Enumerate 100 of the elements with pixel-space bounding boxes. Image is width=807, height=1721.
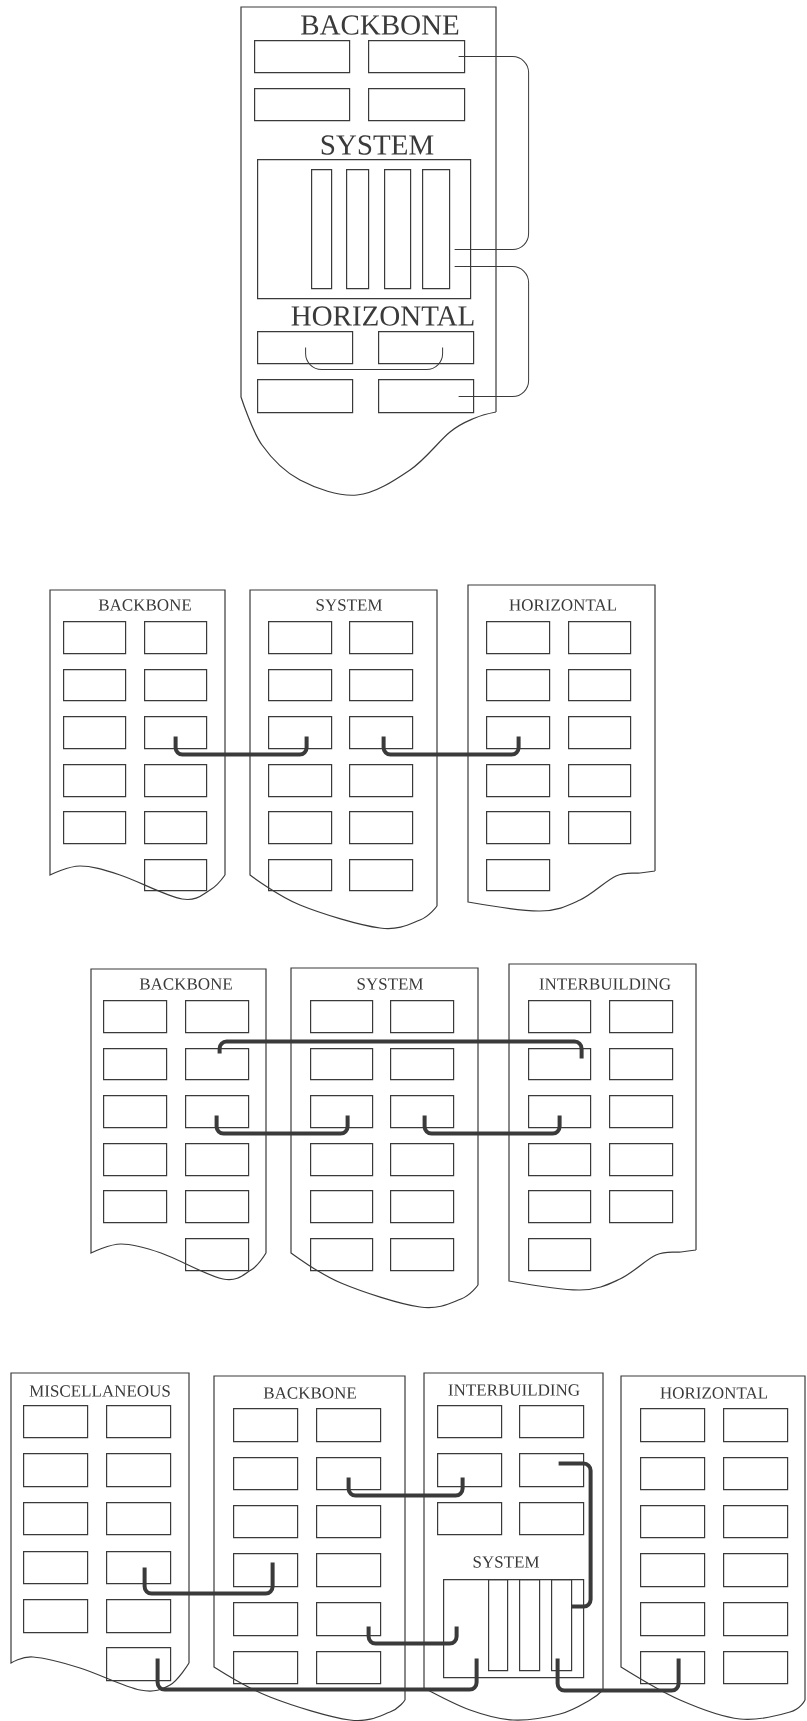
module-box <box>723 1553 789 1588</box>
module-box <box>257 331 354 365</box>
module-box <box>528 1238 592 1272</box>
module-box <box>103 1095 168 1129</box>
module-box <box>640 1602 706 1637</box>
module-box <box>349 859 414 892</box>
module-box <box>609 1190 674 1224</box>
module-box <box>106 1647 172 1682</box>
module-box <box>640 1553 706 1588</box>
document-shape: INTERBUILDING <box>508 963 697 1291</box>
module-box <box>254 40 351 74</box>
section-label: HORIZONTAL <box>291 306 474 326</box>
module-box <box>63 716 127 750</box>
module-box <box>185 1190 250 1224</box>
module-box <box>519 1502 585 1536</box>
module-box <box>310 1095 374 1129</box>
module-box <box>528 1048 592 1081</box>
document-shape: BACKBONE <box>49 589 226 901</box>
module-box <box>233 1602 299 1637</box>
module-box <box>185 1095 250 1129</box>
slot-box <box>519 1579 541 1672</box>
module-box <box>106 1405 172 1439</box>
module-box <box>63 669 127 702</box>
module-box <box>257 379 354 414</box>
module-box <box>144 621 208 655</box>
module-box <box>609 1143 674 1177</box>
module-box <box>349 669 414 702</box>
module-box <box>144 811 208 845</box>
module-box <box>640 1408 706 1443</box>
module-box <box>640 1651 706 1685</box>
module-box <box>723 1651 789 1685</box>
document-shape: BACKBONE <box>90 968 267 1281</box>
module-box <box>528 1143 592 1177</box>
module-box <box>268 811 333 845</box>
module-box <box>268 669 333 702</box>
document-shape: MISCELLANEOUS <box>10 1372 190 1692</box>
module-box <box>254 88 351 122</box>
module-box <box>103 1143 168 1177</box>
module-box <box>486 669 551 702</box>
module-box <box>144 764 208 798</box>
module-box <box>106 1551 172 1585</box>
module-box <box>528 1190 592 1224</box>
module-box <box>316 1602 382 1637</box>
module-box <box>486 716 551 750</box>
module-box <box>486 621 551 655</box>
module-box <box>268 621 333 655</box>
node-label: SYSTEM <box>321 135 434 155</box>
module-box <box>378 331 475 365</box>
module-box <box>437 1453 503 1488</box>
connector <box>422 1115 562 1136</box>
connector <box>558 1461 593 1609</box>
module-box <box>316 1651 382 1685</box>
module-box <box>437 1502 503 1536</box>
slot-box <box>422 169 451 290</box>
document-shape: SYSTEM <box>290 967 479 1309</box>
module-box <box>106 1453 172 1488</box>
module-box <box>63 621 127 655</box>
module-box <box>723 1505 789 1539</box>
module-box <box>519 1405 585 1439</box>
module-box <box>23 1551 89 1585</box>
module-box <box>233 1505 299 1539</box>
module-box <box>63 764 127 798</box>
module-box <box>144 716 208 750</box>
module-box <box>640 1457 706 1491</box>
module-box <box>233 1457 299 1491</box>
document-shape: BACKBONE <box>213 1375 406 1721</box>
module-box <box>23 1405 89 1439</box>
module-box <box>23 1502 89 1536</box>
module-box <box>723 1457 789 1491</box>
connector <box>381 736 521 757</box>
document-shape: HORIZONTAL <box>620 1375 806 1720</box>
module-box <box>233 1553 299 1588</box>
module-box <box>268 764 333 798</box>
module-box <box>233 1408 299 1443</box>
module-box <box>390 1095 455 1129</box>
module-box <box>486 811 551 845</box>
module-box <box>609 1000 674 1034</box>
module-box <box>568 811 632 845</box>
connector <box>454 266 530 398</box>
node-label: SYSTEM <box>473 1556 540 1568</box>
module-box <box>390 1048 455 1081</box>
module-box <box>723 1408 789 1443</box>
connector <box>454 56 530 251</box>
module-box <box>390 1000 455 1034</box>
module-box <box>23 1453 89 1488</box>
module-box <box>349 621 414 655</box>
module-box <box>609 1048 674 1081</box>
module-box <box>390 1238 455 1272</box>
module-box <box>185 1000 250 1034</box>
module-box <box>378 379 475 414</box>
module-box <box>368 88 466 122</box>
slot-box <box>346 169 370 290</box>
module-box <box>437 1405 503 1439</box>
module-box <box>310 1143 374 1177</box>
module-box <box>568 669 632 702</box>
module-box <box>519 1453 585 1488</box>
slot-box <box>488 1579 509 1672</box>
document-shape: HORIZONTAL <box>467 584 656 912</box>
slot-box <box>551 1579 573 1672</box>
module-box <box>723 1602 789 1637</box>
